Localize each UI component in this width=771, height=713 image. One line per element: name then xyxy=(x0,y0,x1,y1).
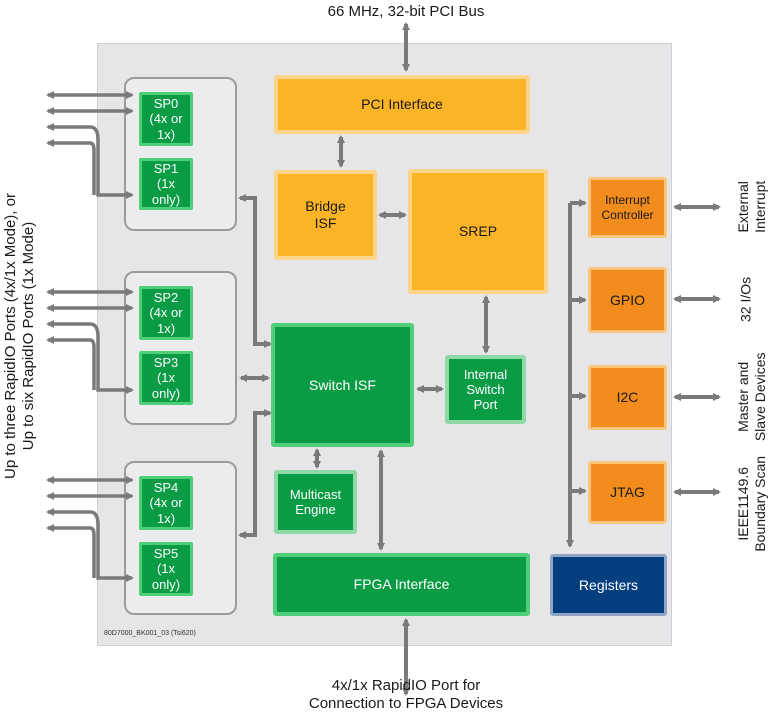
sp4-mode: (4x or 1x) xyxy=(149,495,183,526)
pci-bus-label: 66 MHz, 32-bit PCI Bus xyxy=(327,3,485,20)
rapidio-ports-label-1: Up to three RapidIO Ports (4x/1x Mode), … xyxy=(2,193,19,479)
external-interrupt-label: External Interrupt xyxy=(735,157,769,257)
sp4-name: SP4 xyxy=(153,480,179,495)
footnote: 80D7000_BK001_03 (Tsi620) xyxy=(104,630,196,637)
i2c-label: I2C xyxy=(616,389,639,406)
boundary-scan-label-2: Boundary Scan xyxy=(752,455,768,552)
bridge-isf-label-2: ISF xyxy=(314,215,337,231)
i2c-block: I2C xyxy=(588,365,667,430)
jtag-label: JTAG xyxy=(610,484,645,501)
boundary-scan-label: IEEE1149.6 Boundary Scan xyxy=(735,434,769,574)
gpio-block: GPIO xyxy=(588,267,667,333)
switch-isf-label: Switch ISF xyxy=(309,376,376,393)
sp5-mode: (1x only) xyxy=(151,561,181,592)
sp3-name: SP3 xyxy=(153,355,179,370)
registers-block: Registers xyxy=(550,554,667,616)
jtag-block: JTAG xyxy=(588,461,667,524)
external-interrupt-label-1: External xyxy=(735,181,752,233)
multicast-engine-label-2: Engine xyxy=(295,502,336,517)
serial-port-sp0: SP0(4x or 1x) xyxy=(139,92,193,146)
sp2-name: SP2 xyxy=(153,290,179,305)
interrupt-controller-label-1: Interrupt xyxy=(605,193,650,208)
pci-interface-block: PCI Interface xyxy=(274,75,530,134)
fpga-port-label-2: Connection to FPGA Devices xyxy=(308,695,504,712)
sp2-mode: (4x or 1x) xyxy=(149,305,183,336)
fpga-interface-label: FPGA Interface xyxy=(353,576,450,593)
serial-port-sp4: SP4(4x or 1x) xyxy=(139,476,193,530)
multicast-engine-label-1: Multicast xyxy=(289,486,342,502)
srep-label: SREP xyxy=(458,223,498,240)
boundary-scan-label-1: IEEE1149.6 xyxy=(735,466,752,541)
bridge-isf-label-1: Bridge xyxy=(305,198,346,215)
serial-port-sp2: SP2(4x or 1x) xyxy=(139,286,193,340)
sp5-name: SP5 xyxy=(153,546,179,561)
internal-switch-port-label-3: Port xyxy=(473,397,498,413)
switch-isf-block: Switch ISF xyxy=(271,323,414,447)
interrupt-controller-label-2: Controller xyxy=(601,207,654,222)
registers-label: Registers xyxy=(578,576,639,593)
srep-block: SREP xyxy=(408,169,548,294)
serial-port-sp5: SP5(1x only) xyxy=(139,542,193,596)
internal-switch-port-label-1: Internal xyxy=(463,366,508,382)
serial-port-sp1: SP1(1x only) xyxy=(139,158,193,210)
rapidio-ports-label-2: Up to six RapidIO Ports (1x Mode) xyxy=(20,221,37,451)
sp3-mode: (1x only) xyxy=(151,370,181,401)
fpga-port-label-1: 4x/1x RapidIO Port for xyxy=(331,677,481,694)
sp0-name: SP0 xyxy=(153,96,179,111)
rapidio-ports-label: Up to three RapidIO Ports (4x/1x Mode), … xyxy=(2,136,38,536)
external-interrupt-label-2: Interrupt xyxy=(752,180,768,233)
sp0-mode: (4x or 1x) xyxy=(149,111,183,142)
sp1-name: SP1 xyxy=(153,161,179,176)
internal-switch-port-label-2: Switch xyxy=(466,381,505,397)
fpga-interface-block: FPGA Interface xyxy=(273,553,530,616)
pci-interface-label: PCI Interface xyxy=(361,96,443,113)
gpio-label: GPIO xyxy=(609,291,645,308)
sp1-mode: (1x only) xyxy=(151,176,181,207)
serial-port-sp3: SP3(1x only) xyxy=(139,351,193,405)
